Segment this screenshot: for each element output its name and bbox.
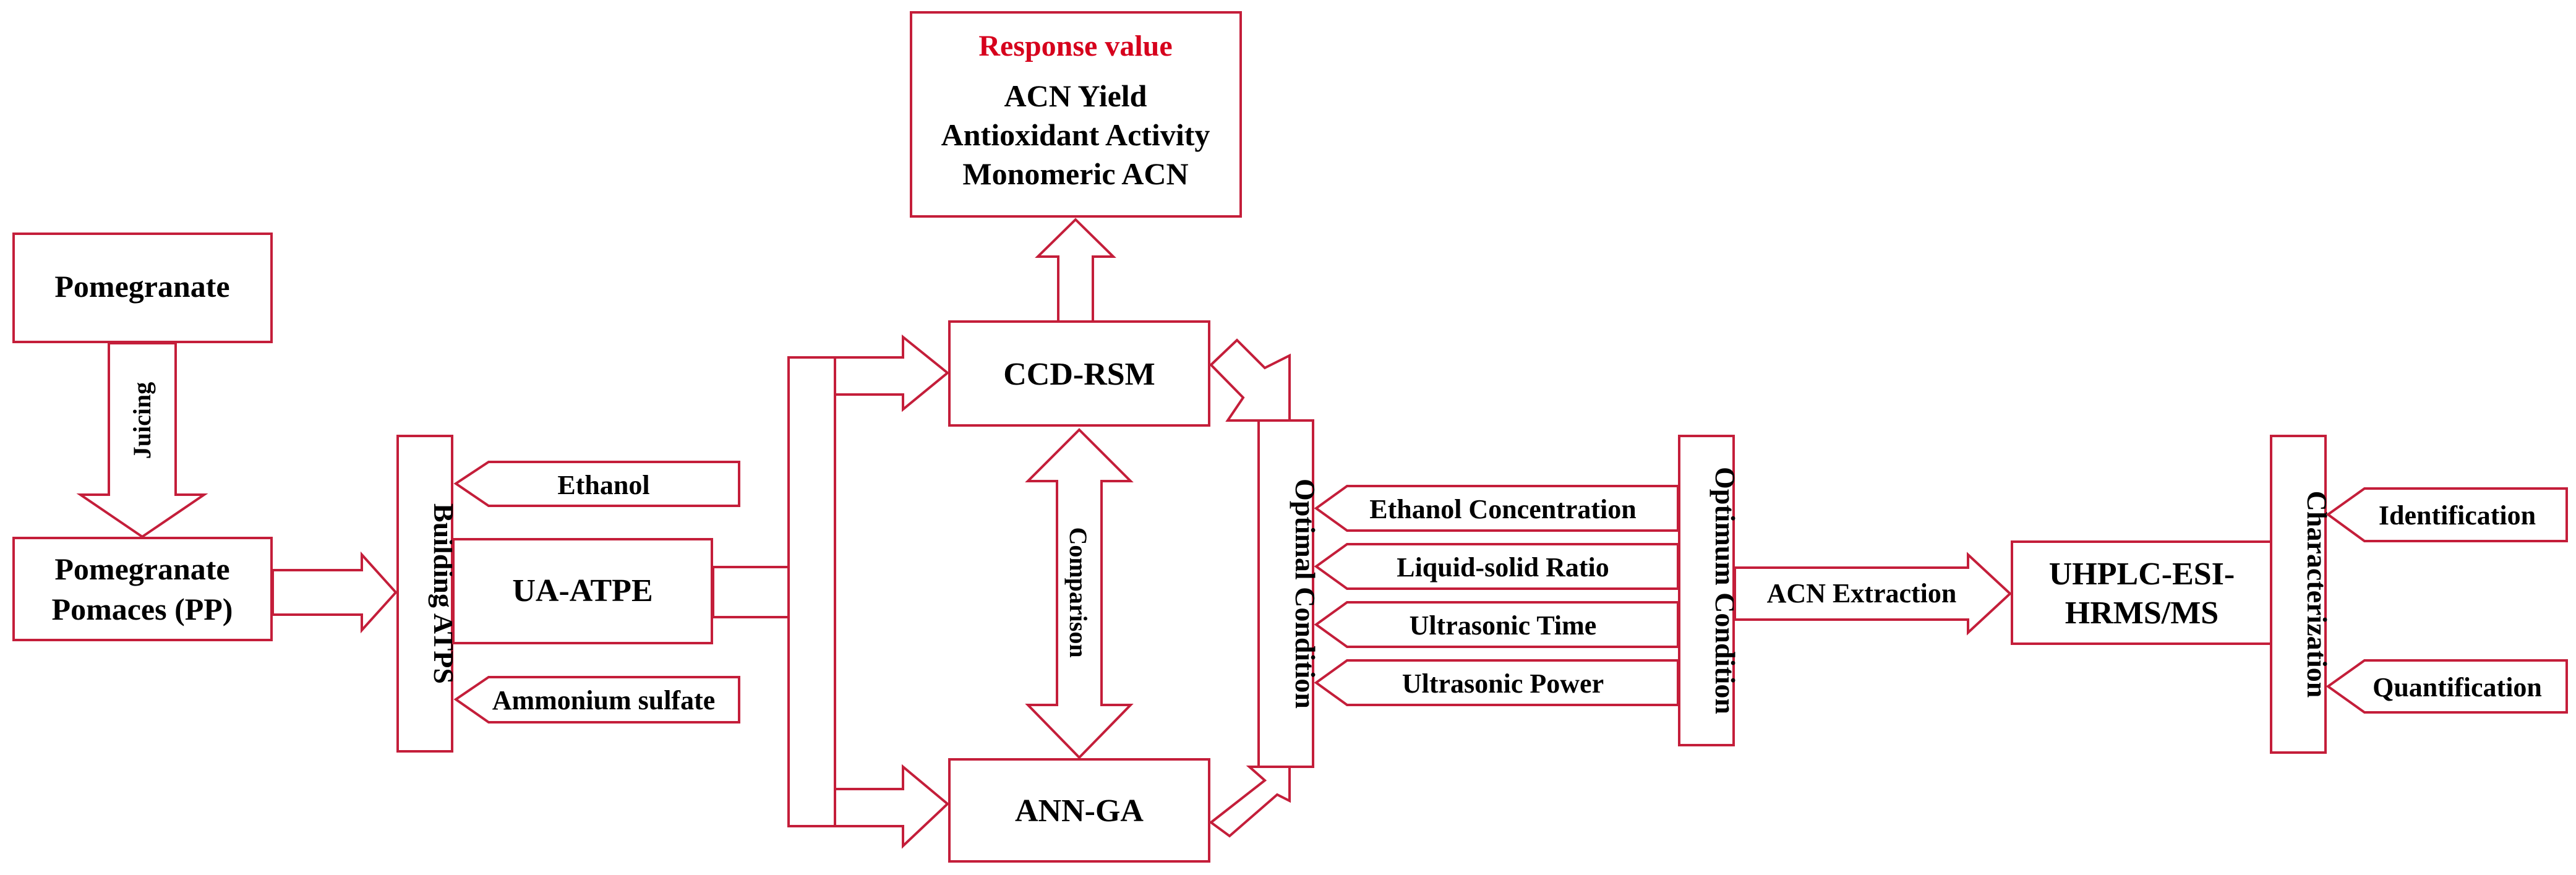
pomegranate-label: Pomegranate [54,269,229,304]
ethanol-label: Ethanol [557,470,649,500]
building-atps-box: Building ATPS [396,435,460,753]
response-item-acn-yield: ACN Yield [1004,79,1147,113]
ua-atpe-box: UA-ATPE [452,538,713,644]
ammonium-sulfate-label: Ammonium sulfate [492,685,716,715]
factor-ethanol-concentration: Ethanol Concentration [1369,494,1636,524]
optimal-condition-label: Optimal Condition [1290,479,1321,709]
ann-ga-box: ANN-GA [948,758,1210,863]
arrow-to-ccd-rsm [834,334,950,412]
ann-ga-label: ANN-GA [1015,793,1144,829]
ua-atpe-label: UA-ATPE [512,573,653,608]
pomegranate-box: Pomegranate [12,233,273,343]
uhplc-label-line1: UHPLC-ESI- [2049,557,2235,592]
pomaces-box: Pomegranate Pomaces (PP) [12,537,273,641]
factor-liquid-solid-ratio: Liquid-solid Ratio [1397,552,1609,583]
characterization-label: Characterization [2301,491,2333,698]
input-ethanol [453,461,740,507]
arrow-ann-to-optimal [1209,766,1291,838]
arrow-acn-extraction [1734,552,2012,636]
splitter-bar [787,356,836,827]
uhplc-label-line2: HRMS/MS [2065,595,2219,631]
arrow-to-ann-ga [834,764,950,849]
arrow-ccd-to-response [1035,218,1116,323]
pomaces-label-line1: Pomegranate [54,552,229,586]
response-item-antioxidant-activity: Antioxidant Activity [941,117,1210,152]
response-value-title: Response value [978,30,1172,62]
ccd-rsm-label: CCD-RSM [1003,357,1155,392]
pomaces-label-line2: Pomaces (PP) [52,592,233,626]
factor-ultrasonic-time: Ultrasonic Time [1410,610,1597,641]
arrow-pomaces-to-atps [272,551,398,634]
arrow-juicing [76,342,208,539]
arrow-comparison [1025,428,1134,759]
acn-extraction-label: ACN Extraction [1767,578,1957,608]
optimum-condition-box: Optimum Condition [1678,435,1741,746]
optimal-condition-box: Optimal Condition [1257,419,1321,768]
identification-label: Identification [2379,500,2536,531]
arrow-ccd-to-optimal [1209,338,1291,422]
characterization-box: Characterization [2270,435,2333,754]
comparison-label: Comparison [1064,527,1092,657]
input-identification [2326,487,2568,542]
ccd-rsm-box: CCD-RSM [948,320,1210,427]
response-item-monomeric-acn: Monomeric ACN [962,156,1188,191]
input-ammonium-sulfate [453,676,740,723]
response-value-box: Response value ACN Yield Antioxidant Act… [910,11,1242,218]
quantification-label: Quantification [2373,672,2542,702]
uhplc-box: UHPLC-ESI- HRMS/MS [2011,540,2273,645]
factor-ultrasonic-power: Ultrasonic Power [1402,668,1604,699]
input-quantification [2326,659,2568,714]
juicing-label: Juicing [128,382,156,459]
